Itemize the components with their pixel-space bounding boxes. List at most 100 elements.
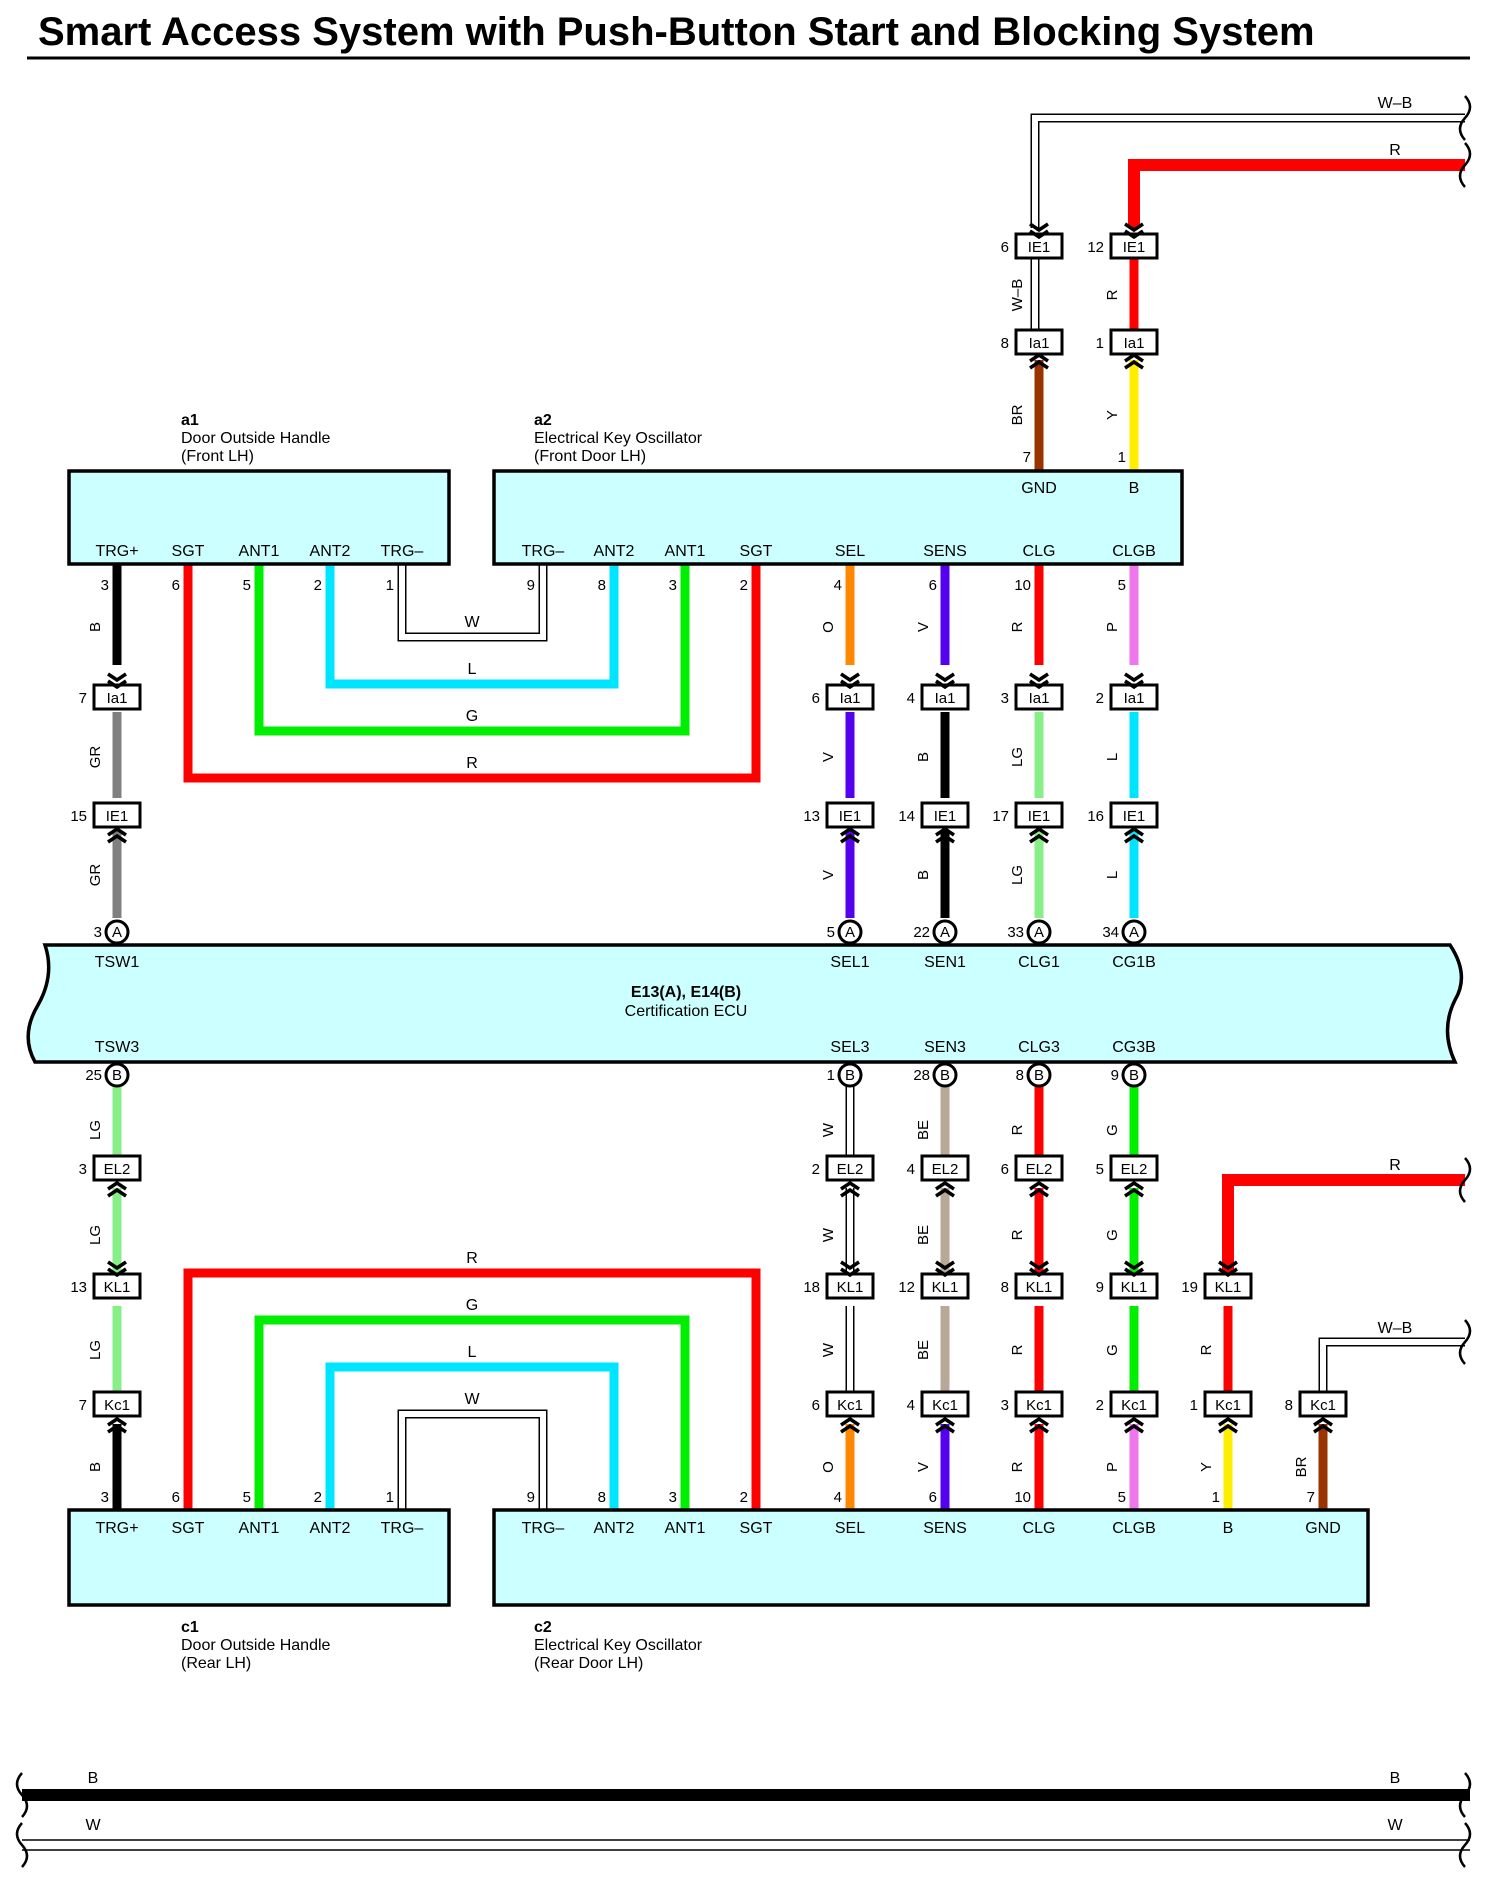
top-connector-pin: 14: [898, 808, 915, 825]
chevron-ia1-in: [935, 672, 955, 690]
chevron: [1124, 229, 1144, 240]
wire-color-label: GR: [87, 746, 104, 769]
top-connector-pin: 17: [992, 808, 1009, 825]
chevron: [1124, 833, 1144, 844]
chevron: [1124, 679, 1144, 690]
a1-pin-number: 3: [101, 577, 109, 594]
a1-pin-number: 5: [243, 577, 251, 594]
wire-color-label: B: [87, 622, 104, 632]
ecu-box: [26, 943, 1464, 1064]
top-connector-name: Ia1: [1124, 335, 1145, 352]
ecu-name: Certification ECU: [625, 1003, 748, 1020]
chevron-kc1-8: [1313, 1416, 1333, 1434]
bottom-connector-pin: 6: [812, 1397, 820, 1414]
wire-color-label: R: [466, 755, 478, 772]
bottom-connector-pin: 1: [1190, 1397, 1198, 1414]
c1-id: c1: [181, 1619, 199, 1636]
bottom-connector-box: [92, 1154, 142, 1182]
c2-pin-number: 5: [1118, 1489, 1126, 1506]
chevron-kl1-in: [840, 1260, 860, 1278]
chevron: [107, 1180, 127, 1191]
top-connector-name: IE1: [106, 808, 129, 825]
ecu-bottom-pin-pin: 25: [85, 1067, 102, 1084]
chevron: [1218, 1423, 1238, 1434]
wire-color-label: W: [820, 1122, 837, 1137]
ecu-top-pin-circle: [104, 919, 130, 945]
bottom-connector-name: KL1: [932, 1279, 959, 1296]
c1-pin-label: ANT2: [310, 1520, 351, 1537]
bottom-connector-name: Kc1: [1026, 1397, 1052, 1414]
bottom-connector-box: [825, 1154, 875, 1182]
connectors-layer: [92, 222, 1348, 1434]
a1-pin-label: ANT2: [310, 543, 351, 560]
c2-pin-label: ANT2: [594, 1520, 635, 1537]
chevron: [107, 826, 127, 837]
ecu-top-pin-label: SEN1: [924, 954, 966, 971]
a2-pin-number: 6: [929, 577, 937, 594]
chevron: [840, 1423, 860, 1434]
bottom-connector-name: Kc1: [104, 1397, 130, 1414]
chevron: [1124, 1187, 1144, 1198]
chevron-kl1-19: [1218, 1260, 1238, 1278]
chevron-ia1-in: [1124, 672, 1144, 690]
ecu-bottom-pin-pin: 28: [913, 1067, 930, 1084]
chevron-el2-out: [107, 1180, 127, 1198]
top-connector-name: Ia1: [1029, 335, 1050, 352]
ecu-top-pin-circle: [1026, 919, 1052, 945]
ecu-bottom-pin-circle: [1121, 1062, 1147, 1088]
a1-pin-label: SGT: [172, 543, 205, 560]
a2-pin-label: CLGB: [1112, 543, 1156, 560]
wire-color-label: B: [915, 870, 932, 880]
top-connector-pin: 8: [1001, 335, 1009, 352]
a2-pin-number: 1: [1118, 449, 1126, 466]
ecu-top-pin-pin: 22: [913, 924, 930, 941]
chevron: [1029, 833, 1049, 844]
top-connector-box: [825, 801, 875, 829]
chevron: [935, 833, 955, 844]
wire-color-label: GR: [87, 864, 104, 887]
chevron-ia1-1: [1124, 352, 1144, 370]
chevron-ia1-in: [840, 672, 860, 690]
bottom-connector-name: KL1: [104, 1279, 131, 1296]
chevron-kl1-in: [107, 1260, 127, 1278]
bottom-connector-name: EL2: [837, 1161, 864, 1178]
page-title: Smart Access System with Push-Button Sta…: [38, 10, 1315, 54]
break-mark-right: [1458, 1157, 1472, 1203]
chevron: [1029, 1260, 1049, 1271]
ecu-top-pin-label: CLG1: [1018, 954, 1060, 971]
wire-color-label: R: [1198, 1344, 1215, 1355]
top-connector-name: IE1: [1028, 808, 1051, 825]
top-connector-pin: 2: [1096, 690, 1104, 707]
chevron: [1124, 826, 1144, 837]
chevron: [1029, 1180, 1049, 1191]
c2-pin-number: 4: [834, 1489, 842, 1506]
wire-color-label: R: [1009, 1344, 1026, 1355]
chevron-ie1-out: [935, 826, 955, 844]
components-layer: [26, 469, 1464, 1607]
chevron: [1124, 1260, 1144, 1271]
chevron: [107, 679, 127, 690]
w-loop-bot-outline: [397, 1409, 548, 1510]
chevron: [1124, 1267, 1144, 1278]
ecu-top-pin-label: TSW1: [95, 954, 140, 971]
bottom-connector-name: EL2: [1121, 1161, 1148, 1178]
ecu-bottom-pin-label: SEL3: [830, 1039, 869, 1056]
ecu-bottom-pin-conn: B: [845, 1067, 855, 1084]
c2-pin-number: 3: [669, 1489, 677, 1506]
chevron: [1124, 672, 1144, 683]
g-loop-top: [254, 565, 690, 736]
wire-color-label: R: [1009, 621, 1026, 632]
chevron-ia1-8: [1029, 352, 1049, 370]
wire-color-label: O: [820, 621, 837, 633]
ecu-top-pin-conn: A: [112, 924, 122, 941]
c1-pin-number: 5: [243, 1489, 251, 1506]
bottom-connector-pin: 4: [907, 1161, 915, 1178]
bottom-connector-name: KL1: [837, 1279, 864, 1296]
top-connector-pin: 1: [1096, 335, 1104, 352]
c2-pin-number: 9: [527, 1489, 535, 1506]
bottom-connector-name: Kc1: [837, 1397, 863, 1414]
wire-color-label: W: [464, 1391, 480, 1408]
chevron-ie1-out: [107, 826, 127, 844]
ecu-top-pin-pin: 33: [1007, 924, 1024, 941]
wire-color-label: B: [1390, 1770, 1401, 1787]
